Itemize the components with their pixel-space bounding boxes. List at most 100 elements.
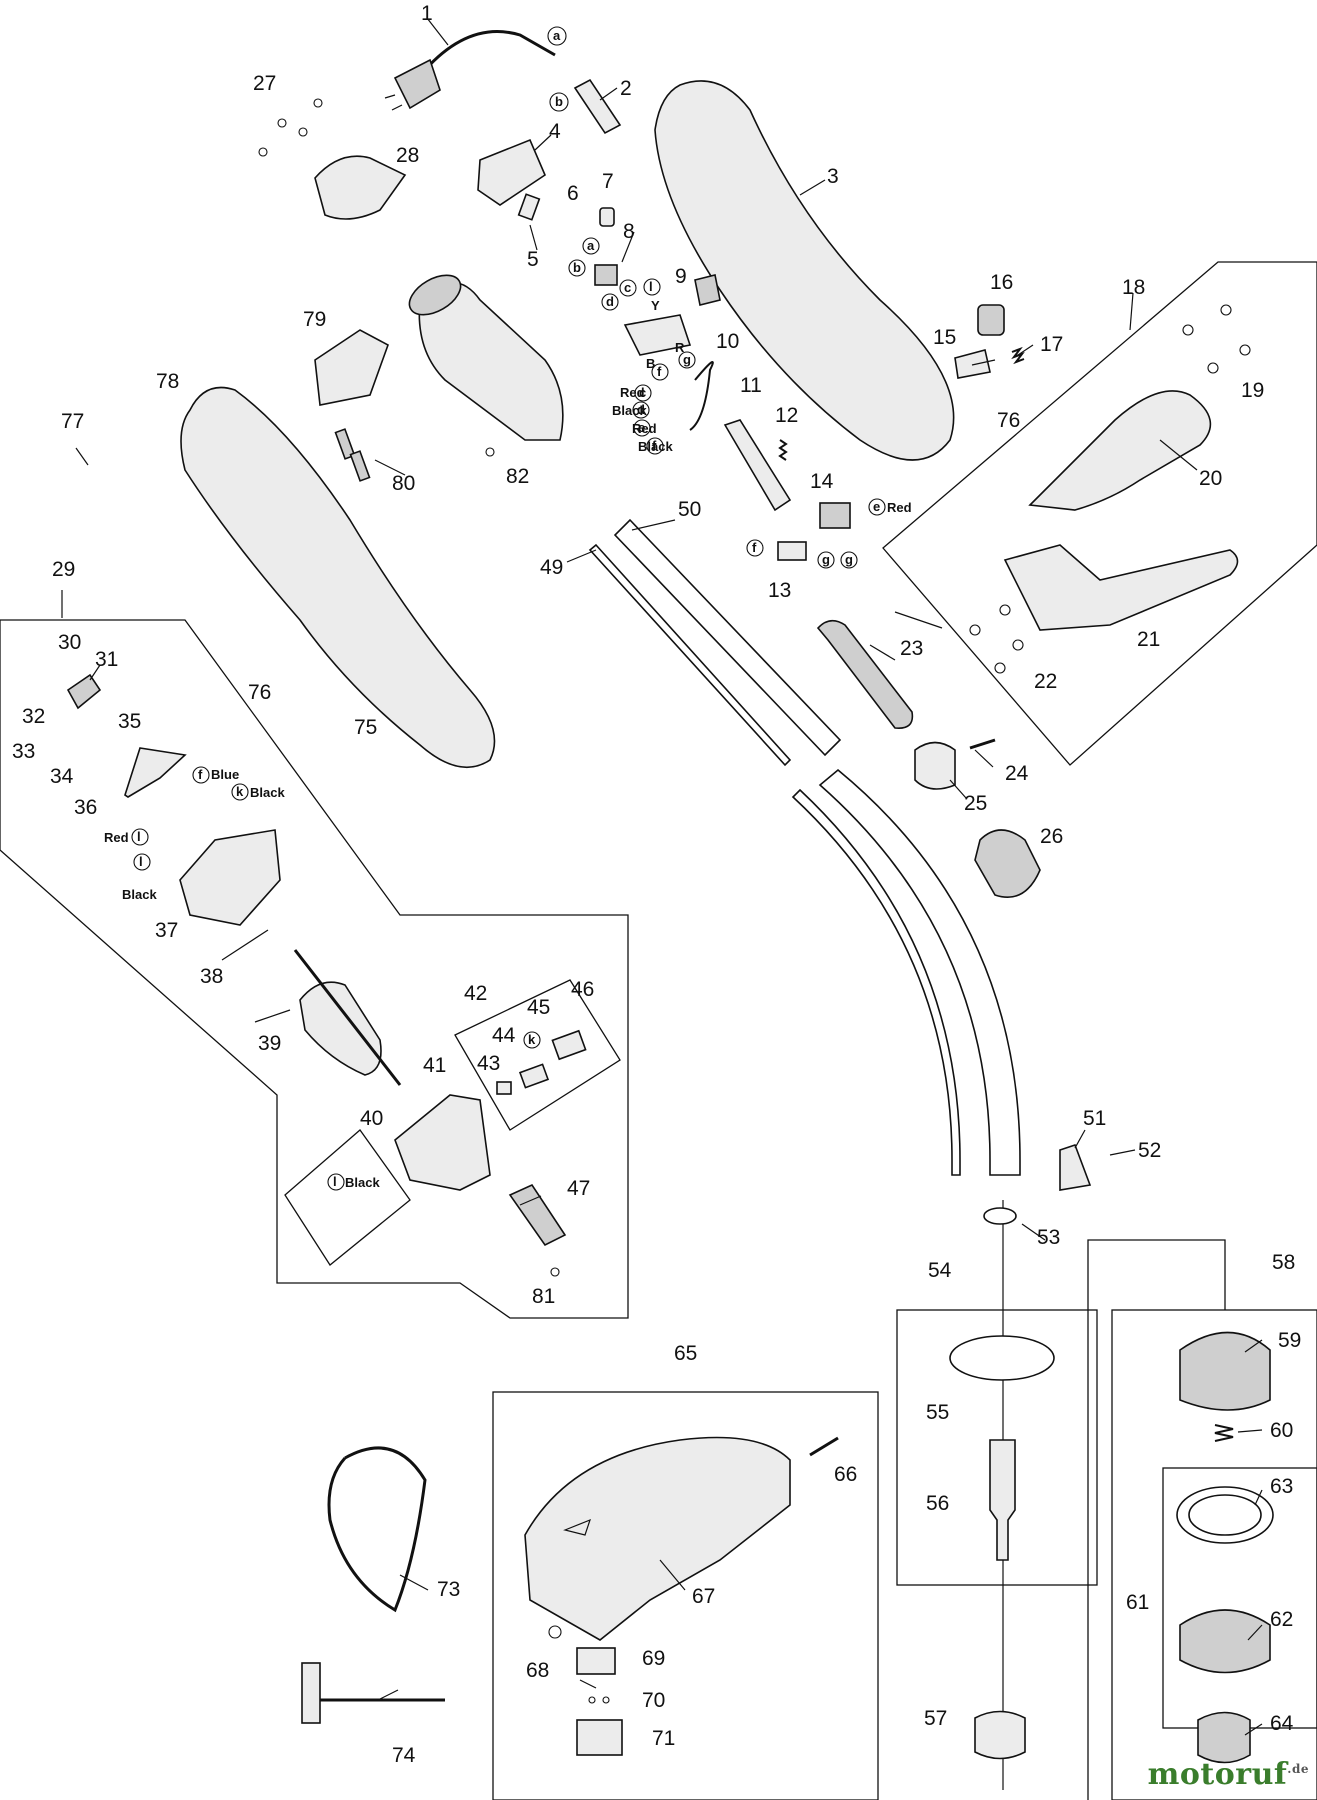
svg-text:g: g <box>822 552 830 567</box>
brush-holder-45 <box>551 1029 587 1061</box>
svg-text:l: l <box>649 279 653 294</box>
part-number-37: 37 <box>155 919 178 942</box>
svg-text:g: g <box>845 552 853 567</box>
part-number-15: 15 <box>933 326 956 349</box>
auxiliary-handle-upper <box>1028 390 1212 511</box>
group-box-18 <box>882 261 1317 766</box>
part-number-50: 50 <box>678 498 701 521</box>
part-number-75: 75 <box>354 716 377 739</box>
part-number-63: 63 <box>1270 1475 1293 1498</box>
button-16 <box>977 304 1005 336</box>
wire-label-black-k: Black <box>250 785 285 800</box>
leader-lines <box>61 17 1263 1736</box>
clip-7 <box>599 207 615 227</box>
line-spool-63-inner <box>1188 1494 1262 1536</box>
part-number-18: 18 <box>1122 276 1145 299</box>
svg-text:l: l <box>333 1174 337 1189</box>
part-number-35: 35 <box>118 710 141 733</box>
left-housing <box>180 386 496 768</box>
trigger-lever <box>723 419 792 512</box>
part-number-65: 65 <box>674 1342 697 1365</box>
part-number-66: 66 <box>834 1463 857 1486</box>
wire-label-black-l: Black <box>122 887 157 902</box>
part-number-76a: 76 <box>997 409 1020 432</box>
wire-label-blue-f: Blue <box>211 767 239 782</box>
wire-label-black-f: Black <box>638 439 673 454</box>
cord-sleeve <box>573 78 622 135</box>
brush-80a <box>334 428 356 460</box>
wire-labels: Red Black Red Black Red Blue Black Red B… <box>104 298 912 1190</box>
svg-text:c: c <box>624 280 631 295</box>
part-number-17: 17 <box>1040 333 1063 356</box>
svg-text:f: f <box>657 364 662 379</box>
switch-connector <box>694 274 721 306</box>
drive-tube <box>588 518 1021 1176</box>
svg-text:f: f <box>198 767 203 782</box>
plate-71 <box>576 1719 623 1756</box>
part-number-32: 32 <box>22 705 45 728</box>
group-box-outer-58 <box>1087 1239 1226 1800</box>
part-number-36: 36 <box>74 796 97 819</box>
right-housing <box>654 80 955 461</box>
nut-68 <box>548 1625 562 1639</box>
auxiliary-handle-lower <box>1003 544 1239 631</box>
group-box-29 <box>0 619 629 1319</box>
part-number-79: 79 <box>303 308 326 331</box>
shaft-56 <box>989 1439 1016 1561</box>
group-box-65 <box>492 1391 879 1800</box>
group-box-42 <box>454 979 621 1131</box>
svg-text:a: a <box>553 28 561 43</box>
part-number-26: 26 <box>1040 825 1063 848</box>
part-number-43: 43 <box>477 1052 500 1075</box>
cord-bracket <box>314 155 407 220</box>
part-number-58: 58 <box>1272 1251 1295 1274</box>
part-number-71: 71 <box>652 1727 675 1750</box>
part-number-25: 25 <box>964 792 987 815</box>
group-box-brush <box>284 1129 411 1266</box>
part-number-77: 77 <box>61 410 84 433</box>
svg-text:d: d <box>637 402 645 417</box>
hub-64 <box>1197 1711 1251 1764</box>
part-number-19: 19 <box>1241 379 1264 402</box>
part-number-33: 33 <box>12 740 35 763</box>
switch-block-14 <box>819 502 851 529</box>
gear-shaft-47 <box>508 1183 567 1247</box>
part-number-30: 30 <box>58 631 81 654</box>
svg-text:b: b <box>555 94 563 109</box>
shoulder-strap <box>327 1446 427 1613</box>
latch-15 <box>954 349 991 379</box>
spring-60 <box>1214 1424 1234 1442</box>
part-number-34: 34 <box>50 765 74 788</box>
part-number-51: 51 <box>1083 1107 1106 1130</box>
screw-70a <box>588 1696 596 1704</box>
wire-harness <box>689 361 714 431</box>
spool-cover-59 <box>1179 1331 1271 1411</box>
part-number-53: 53 <box>1037 1226 1060 1249</box>
svg-text:k: k <box>236 784 244 799</box>
svg-text:k: k <box>528 1032 536 1047</box>
screw-82 <box>485 447 495 457</box>
svg-text:l: l <box>137 829 141 844</box>
part-number-59: 59 <box>1278 1329 1301 1352</box>
part-number-9: 9 <box>675 265 687 288</box>
part-number-57: 57 <box>924 1707 947 1730</box>
terminal-block <box>594 264 618 286</box>
screw-81 <box>550 1267 560 1277</box>
bushing-57 <box>974 1710 1026 1760</box>
part-number-2: 2 <box>620 77 632 100</box>
screw-70b <box>602 1696 610 1704</box>
part-number-69: 69 <box>642 1647 665 1670</box>
wire-label-black-d: Black <box>612 403 647 418</box>
part-number-47: 47 <box>567 1177 590 1200</box>
part-number-54: 54 <box>928 1259 952 1282</box>
brush-43 <box>496 1081 512 1095</box>
part-number-28: 28 <box>396 144 419 167</box>
part-number-1: 1 <box>421 2 433 25</box>
part-number-56: 56 <box>926 1492 949 1515</box>
group-box-58 <box>1111 1309 1317 1800</box>
disc-55 <box>949 1335 1055 1381</box>
part-number-4: 4 <box>549 120 561 143</box>
part-number-5: 5 <box>527 248 539 271</box>
screws-19 <box>1182 304 1251 374</box>
screw-66 <box>809 1436 839 1457</box>
